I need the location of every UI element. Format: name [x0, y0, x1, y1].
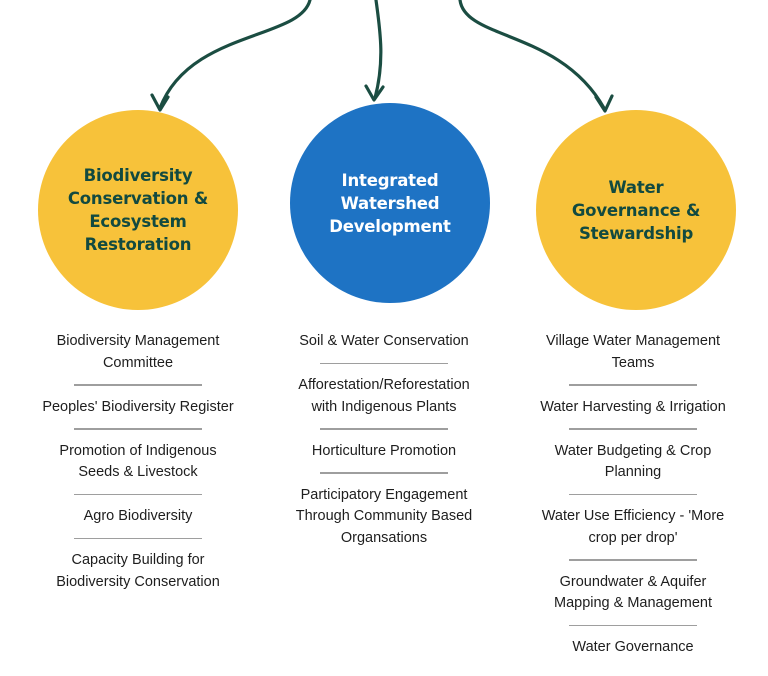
list-divider	[74, 537, 202, 539]
circle-title-watershed: Integrated Watershed Development	[329, 170, 451, 236]
arrow-to-left-circle	[158, 0, 312, 110]
list-item: Peoples' Biodiversity Register	[42, 398, 234, 415]
arrowhead-right	[594, 94, 614, 113]
list-item: Horticulture Promotion	[311, 442, 457, 459]
list-divider	[569, 428, 697, 430]
list-divider	[569, 624, 697, 626]
arrow-to-middle-circle	[373, 0, 383, 100]
list-item: Biodiversity Management Committee	[56, 333, 220, 371]
circle-biodiversity: Biodiversity Conservation & Ecosystem Re…	[38, 110, 238, 310]
arrowhead-left	[150, 93, 170, 112]
list-divider	[320, 362, 448, 364]
arrow-to-right-circle	[458, 0, 606, 110]
circle-watershed: Integrated Watershed Development	[290, 103, 490, 303]
list-divider	[74, 493, 202, 495]
list-item: Capacity Building for Biodiversity Conse…	[56, 552, 220, 590]
list-divider	[569, 384, 697, 386]
circle-water-governance: Water Governance & Stewardship	[536, 110, 736, 310]
list-item: Village Water Management Teams	[545, 333, 721, 371]
list-item: Water Governance	[572, 639, 694, 655]
circle-title-water-governance: Water Governance & Stewardship	[571, 177, 701, 243]
list-divider	[74, 384, 202, 386]
list-item: Participatory Engagement Through Communi…	[295, 486, 473, 546]
list-item: Groundwater & Aquifer Mapping & Manageme…	[554, 573, 712, 612]
list-divider	[74, 428, 202, 430]
list-item: Soil & Water Conservation	[299, 333, 469, 349]
arrowhead-middle	[364, 84, 385, 102]
list-item: Afforestation/Reforestation with Indigen…	[298, 377, 470, 415]
list-divider	[320, 472, 448, 474]
list-divider	[569, 493, 697, 495]
list-item: Water Use Efficiency - 'More crop per dr…	[541, 508, 725, 546]
list-divider	[569, 559, 697, 561]
list-item: Water Harvesting & Irrigation	[540, 398, 726, 415]
list-divider	[320, 428, 448, 430]
circle-title-biodiversity: Biodiversity Conservation & Ecosystem Re…	[67, 166, 209, 254]
list-item: Water Budgeting & Crop Planning	[554, 442, 712, 481]
list-item: Agro Biodiversity	[83, 508, 193, 524]
list-item: Promotion of Indigenous Seeds & Livestoc…	[59, 442, 217, 481]
